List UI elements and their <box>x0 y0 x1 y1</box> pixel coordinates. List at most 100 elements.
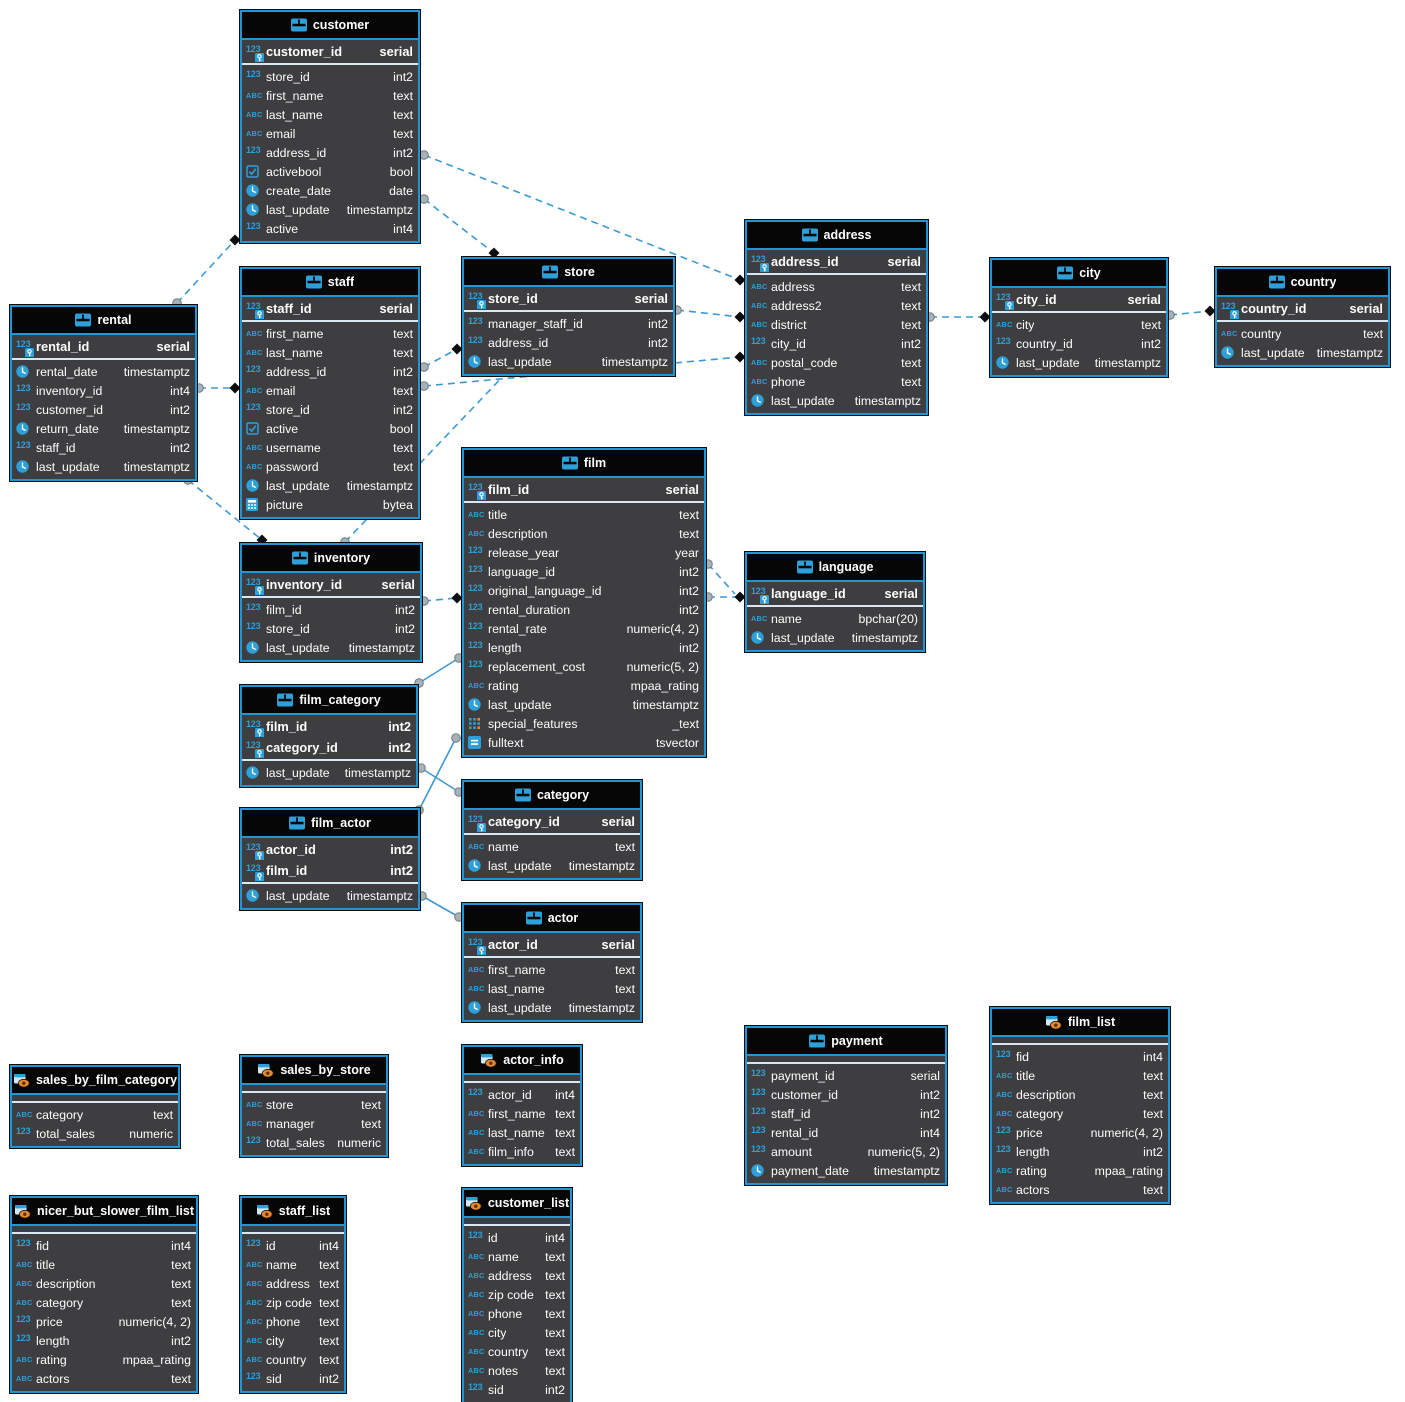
entity-header[interactable]: film_actor <box>242 810 418 838</box>
entity-header[interactable]: nicer_but_slower_film_list <box>12 1198 196 1226</box>
entity-header[interactable]: actor <box>464 905 640 933</box>
relationship-edge-inventory-film[interactable] <box>419 592 463 606</box>
entity-header[interactable]: store <box>464 259 673 287</box>
column-row-special_features[interactable]: special_features_text <box>464 714 704 733</box>
entity-header[interactable]: inventory <box>242 545 420 573</box>
entity-header[interactable]: staff_list <box>242 1198 344 1226</box>
entity-header[interactable]: customer <box>242 12 418 40</box>
relationship-edge-customer-store[interactable] <box>419 194 500 259</box>
entity-header[interactable]: country <box>1217 269 1388 297</box>
relationship-edge-film_actor-actor[interactable] <box>417 891 464 922</box>
entity-header[interactable]: film <box>464 450 704 478</box>
entity-header[interactable]: rental <box>12 307 195 335</box>
relationship-edge-film_actor-film[interactable] <box>414 733 461 815</box>
entity-header[interactable]: film_category <box>242 687 416 715</box>
entity-header[interactable]: payment <box>747 1028 945 1056</box>
entity-header[interactable]: customer_list <box>464 1190 570 1218</box>
entity-header[interactable]: staff <box>242 269 418 297</box>
